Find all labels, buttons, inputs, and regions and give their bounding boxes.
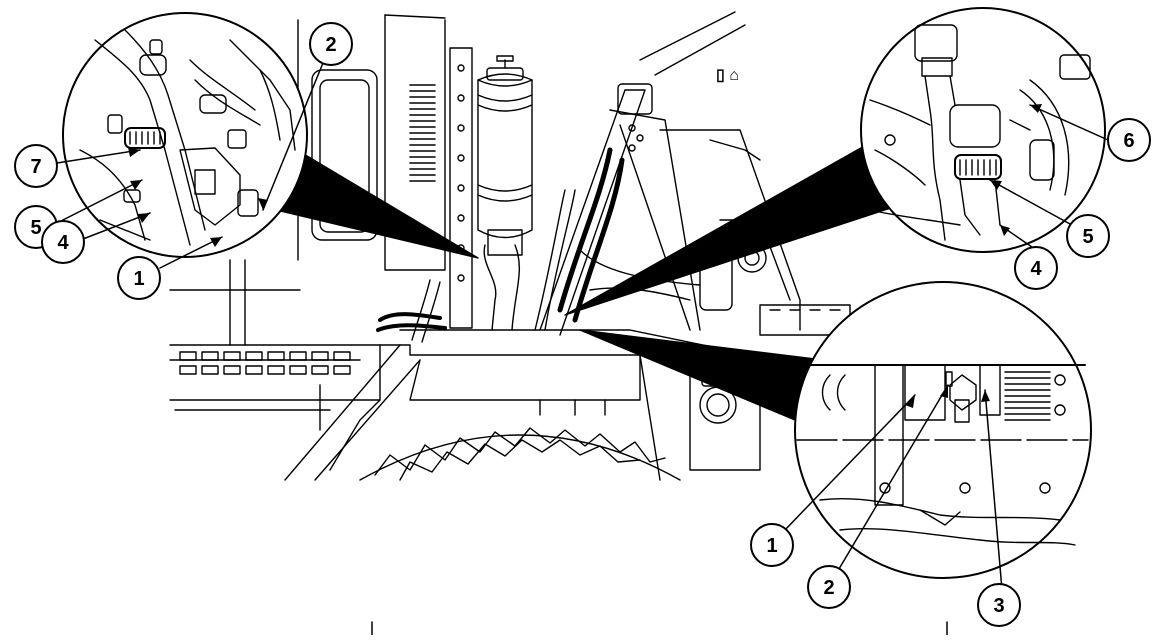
- zoom-wedge-bottom: [579, 329, 824, 421]
- detail-circle-bottom: [794, 281, 1092, 579]
- leader-arrowheads: [128, 104, 1042, 408]
- page-crop-marks: [371, 621, 948, 636]
- cab-panel: [297, 14, 446, 271]
- callout-label: 1: [133, 268, 144, 290]
- detail-left-content: [79, 29, 296, 246]
- boom-arm: [534, 11, 746, 336]
- callout-label: 4: [1030, 258, 1042, 280]
- callout-7-top-left: 7: [14, 144, 58, 188]
- leader-lines: [56, 57, 1109, 591]
- callout-label: 2: [823, 577, 834, 599]
- louver-vent: [409, 84, 436, 182]
- callout-2-top-left: 2: [309, 22, 353, 66]
- left-step-grille: [169, 259, 381, 411]
- callout-2-bottom-right: 2: [807, 565, 851, 609]
- detail-view-top-right: [564, 7, 1106, 316]
- callout-1-bottom-right: 1: [750, 523, 794, 567]
- fuel-filter: [477, 55, 533, 331]
- vehicle-main-view: ▯ ⌂: [169, 11, 851, 481]
- tire: [359, 427, 681, 481]
- detail-view-top-left: [62, 12, 479, 259]
- hoses: [376, 249, 701, 343]
- callout-label: 5: [1082, 226, 1093, 248]
- cab-post: [449, 47, 473, 329]
- detail-bottom-content: [796, 364, 1089, 546]
- callout-label: 1: [766, 535, 777, 557]
- callout-label: 7: [30, 156, 41, 178]
- callout-1-top-left: 1: [117, 256, 161, 300]
- callout-3-bottom-right: 3: [977, 583, 1021, 627]
- svg-text:▯ ⌂: ▯ ⌂: [716, 67, 739, 84]
- callout-label: 5: [30, 217, 41, 239]
- callout-4-top-right: 4: [1014, 246, 1058, 290]
- callout-6-top-right: 6: [1107, 118, 1151, 162]
- callout-5-top-right: 5: [1066, 214, 1110, 258]
- callout-label: 4: [57, 232, 69, 254]
- callout-label: 3: [993, 595, 1004, 617]
- callout-label: 2: [325, 34, 336, 56]
- callout-bubbles: 7 5 4 1 2 6 5 4: [14, 22, 1151, 627]
- callout-label: 6: [1123, 130, 1134, 152]
- callout-4-top-left: 4: [41, 220, 85, 264]
- detail-view-bottom-right: [579, 281, 1092, 579]
